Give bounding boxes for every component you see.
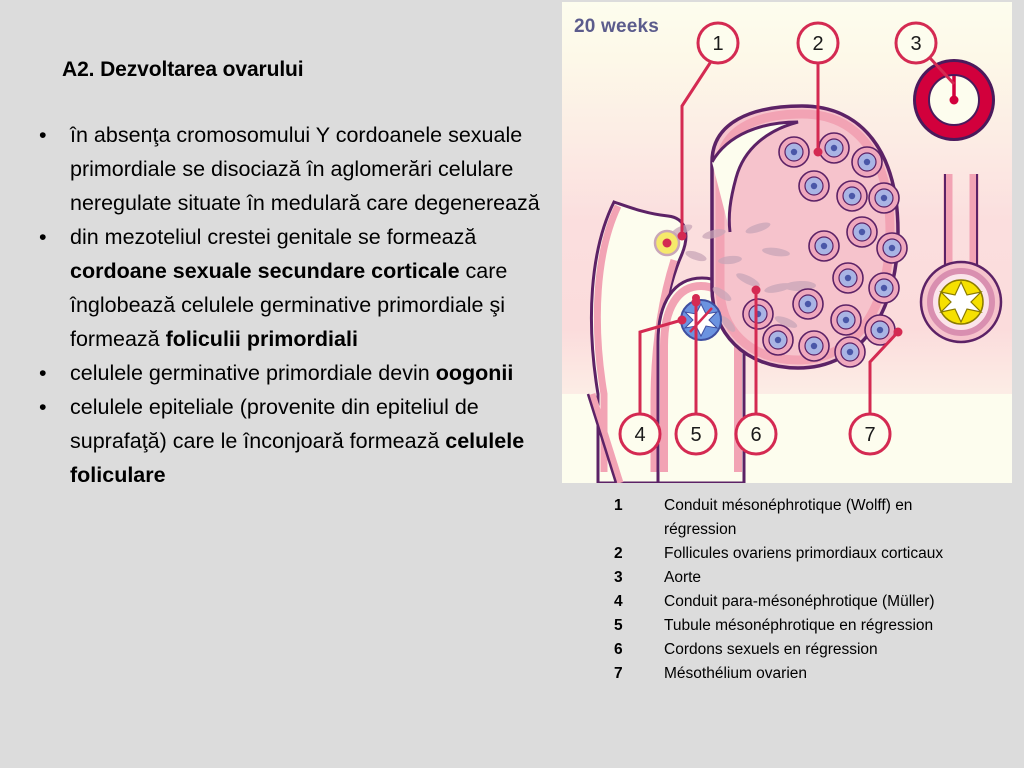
callout-circle [734,412,778,456]
callout-badge: 1 [696,21,740,65]
page-title: A2. Dezvoltarea ovarului [62,58,304,81]
bullet-text: celulele germinative primordiale devin o… [70,361,513,385]
callout-number: 6 [750,424,761,446]
ovary-development-figure: 1 2 3 4 5 6 7 20 weeks [562,2,1012,483]
callout-circle [618,412,662,456]
callout-leader-dots [677,147,903,337]
leader-line-1 [680,59,714,236]
bullet-list: • în absenţa cromosomului Y cordoanele se… [30,118,545,492]
callout-badge: 2 [796,21,840,65]
legend-number: 5 [614,617,623,634]
bullet-item: • celulele germinative primordiale devin … [30,356,545,390]
mesonephric-duct-wolff [653,229,681,257]
legend-row: 1 Conduit mésonéphrotique (Wolff) en régr… [614,494,1014,542]
legend-number: 6 [614,641,623,658]
bullet-marker-icon: • [39,395,47,419]
ovary-diagram-svg: 1 2 3 4 5 6 7 [562,21,1012,483]
bullet-segment: în absenţa cromosomului Y cordoanele sex… [70,123,540,215]
bullet-segment: din mezoteliul crestei genitale se forme… [70,225,477,249]
callout-leader-lines [638,56,956,416]
bullet-marker-icon: • [39,123,47,147]
callout-badges: 1 2 3 4 5 6 7 [618,21,938,456]
bullet-emphasis: foliculii primordiali [165,327,358,351]
legend-number: 1 [614,497,623,514]
callout-circle [894,21,938,65]
bullet-marker-icon: • [39,361,47,385]
aorta [913,59,995,141]
callout-number: 1 [712,33,723,55]
legend-number: 4 [614,593,623,610]
bullet-item: • în absenţa cromosomului Y cordoanele se… [30,118,545,220]
bullet-text: celulele epiteliale (provenite din epite… [70,395,524,487]
legend-number: 7 [614,665,623,682]
legend-label: Conduit para-mésonéphrotique (Müller) [664,593,935,610]
callout-circle [674,412,718,456]
bullet-text: din mezoteliul crestei genitale se forme… [70,225,507,351]
bullet-text: în absenţa cromosomului Y cordoanele sex… [70,123,540,215]
bullet-segment: celulele germinative primordiale devin [70,361,436,385]
legend-row: 6 Cordons sexuels en régression [614,638,1014,662]
bullet-marker-icon: • [39,225,47,249]
bullet-emphasis: cordoane sexuale secundare corticale [70,259,460,283]
paramesonephric-duct-muller [680,299,722,341]
callout-badge: 4 [618,412,662,456]
primordial-follicles [742,132,908,368]
leader-line-3 [928,56,956,86]
callout-badge: 3 [894,21,938,65]
callout-badge: 7 [848,412,892,456]
legend-number: 3 [614,569,623,586]
callout-badge: 6 [734,412,778,456]
legend-number: 2 [614,545,623,562]
callout-circle [696,21,740,65]
callout-circle [796,21,840,65]
slide-text-column: A2. Dezvoltarea ovarului • în absenţa cro… [30,58,545,492]
legend-label: Cordons sexuels en régression [664,641,878,658]
legend-row: 2 Follicules ovariens primordiaux cortica… [614,542,1014,566]
stage-label: 20 weeks [574,16,660,37]
legend-label: Tubule mésonéphrotique en régression [664,617,934,634]
callout-number: 7 [864,424,875,446]
bullet-emphasis: oogonii [435,361,514,385]
legend-label: Conduit mésonéphrotique (Wolff) en régre… [664,497,913,538]
right-duct-structure [919,174,1003,344]
callout-number: 2 [812,33,823,55]
legend-label: Mésothélium ovarien [664,665,808,682]
legend-label: Follicules ovariens primordiaux corticau… [664,545,944,562]
callout-number: 3 [910,33,921,55]
leader-line-7 [868,330,900,416]
callout-number: 5 [690,424,701,446]
bullet-item: • celulele epiteliale (provenite din epit… [30,390,545,492]
bullet-segment: care înglobează celulele germinative pri… [70,259,508,351]
mesothelium-edge-line [586,392,624,483]
leader-line-4 [638,318,683,416]
bullet-segment: celulele epiteliale (provenite din epite… [70,395,479,453]
legend-row: 5 Tubule mésonéphrotique en régression [614,614,1014,638]
callout-circle [848,412,892,456]
legend-row: 3 Aorte [614,566,1014,590]
bullet-item: • din mezoteliul crestei genitale se form… [30,220,545,356]
callout-number: 4 [634,424,645,446]
callout-badge: 5 [674,412,718,456]
legend-label: Aorte [664,569,702,586]
legend-row: 7 Mésothélium ovarien [614,662,1014,686]
figure-legend: 1 Conduit mésonéphrotique (Wolff) en régr… [614,494,1014,686]
bullet-emphasis: celulele foliculare [70,429,525,487]
legend-row: 4 Conduit para-mésonéphrotique (Müller) [614,590,1014,614]
